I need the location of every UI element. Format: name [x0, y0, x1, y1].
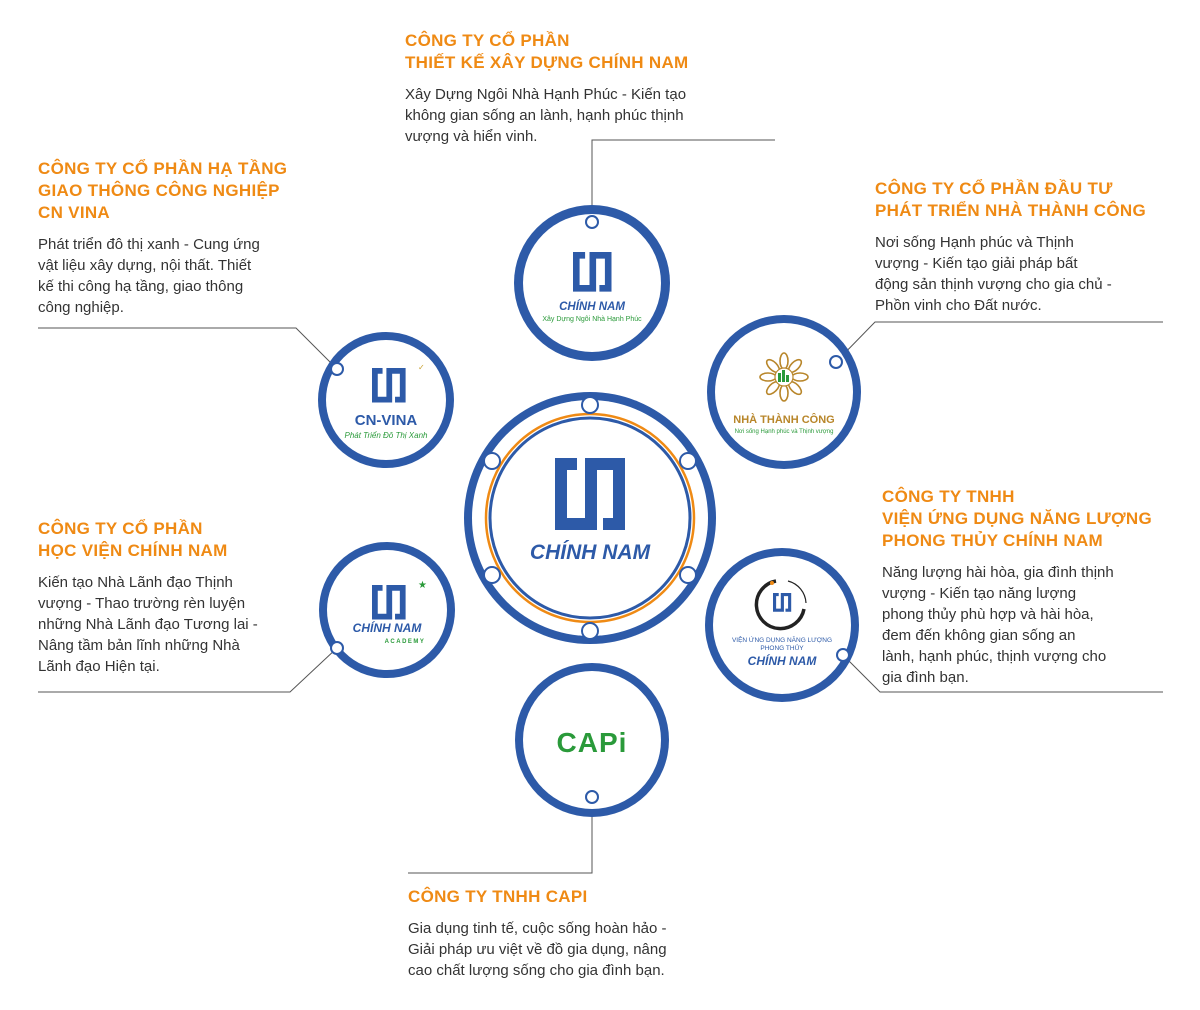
logo-tagline-text: ACADEMY: [385, 639, 426, 645]
company-description: Nơi sống Hạnh phúc và Thịnh vượng - Kiến…: [875, 234, 1112, 314]
company-description: Năng lượng hài hòa, gia đình thịnh vượng…: [882, 564, 1114, 686]
company-title: CÔNG TY TNHH VIỆN ỨNG DỤNG NĂNG LƯỢNG PH…: [882, 487, 1152, 550]
logo-circle-bottom-right: VIỆN ỨNG DỤNG NĂNG LƯỢNG PHONG THỦY CHÍN…: [705, 548, 859, 702]
connector-bottom-left: [38, 647, 338, 693]
logo-brand-text: NHÀ THÀNH CÔNG: [733, 413, 834, 426]
company-description: Phát triển đô thị xanh - Cung ứng vật li…: [38, 236, 260, 316]
logo-brand-text: CHÍNH NAM: [559, 300, 625, 313]
logo-circle-top-left: ✓ CN-VINA Phát Triển Đô Thị Xanh: [318, 332, 454, 468]
connector-top-right: [835, 321, 1163, 363]
yin-yang-icon: [754, 579, 807, 631]
logo-brand-text: CHÍNH NAM: [353, 620, 423, 635]
company-block-top-left: CÔNG TY CỔ PHẦN HẠ TẦNG GIAO THÔNG CÔNG …: [38, 158, 313, 318]
capi-logo-text: CAPi: [557, 727, 628, 758]
cn-vina-mark-icon: [372, 368, 406, 403]
chinh-nam-mark-icon: [573, 252, 612, 292]
connector-top: [591, 139, 775, 222]
company-title: CÔNG TY TNHH CAPI: [408, 887, 588, 906]
logo-circle-bottom: CAPi: [515, 663, 669, 817]
star-icon: ★: [418, 580, 427, 591]
chinh-nam-mark-icon: [372, 585, 406, 620]
connector-bottom-right: [842, 654, 1163, 693]
sunflower-building-icon: [759, 352, 809, 402]
center-brand-text: CHÍNH NAM: [530, 541, 651, 564]
company-block-bottom: CÔNG TY TNHH CAPI Gia dụng tinh tế, cuộc…: [408, 886, 778, 981]
company-title: CÔNG TY CỔ PHẦN ĐẦU TƯ PHÁT TRIỂN NHÀ TH…: [875, 179, 1146, 220]
center-logo-circle: CHÍNH NAM: [464, 392, 716, 644]
company-description: Xây Dựng Ngôi Nhà Hạnh Phúc - Kiến tạo k…: [405, 86, 687, 145]
logo-line1-text: VIỆN ỨNG DỤNG NĂNG LƯỢNG: [732, 635, 832, 644]
logo-tagline-text: Xây Dựng Ngôi Nhà Hạnh Phúc: [542, 316, 642, 323]
company-block-bottom-right: CÔNG TY TNHH VIỆN ỨNG DỤNG NĂNG LƯỢNG PH…: [882, 486, 1167, 688]
logo-circle-top: CHÍNH NAM Xây Dựng Ngôi Nhà Hạnh Phúc: [514, 205, 670, 361]
company-title: CÔNG TY CỔ PHẦN HẠ TẦNG GIAO THÔNG CÔNG …: [38, 159, 288, 222]
logo-brand-text: CHÍNH NAM: [748, 653, 818, 668]
logo-circle-top-right: NHÀ THÀNH CÔNG Nơi sống Hạnh phúc và Thị…: [707, 315, 861, 469]
leaf-icon: ✓: [418, 363, 425, 372]
connector-bottom: [408, 796, 593, 874]
company-description: Gia dụng tinh tế, cuộc sống hoàn hảo - G…: [408, 920, 667, 979]
logo-line2-text: PHONG THỦY: [760, 643, 804, 652]
company-description: Kiến tạo Nhà Lãnh đạo Thịnh vượng - Thao…: [38, 574, 258, 675]
logo-tagline-text: Phát Triển Đô Thị Xanh: [344, 431, 428, 440]
connector-top-left: [38, 327, 338, 370]
company-block-top: CÔNG TY CỔ PHẦN THIẾT KẾ XÂY DỰNG CHÍNH …: [405, 30, 775, 147]
company-title: CÔNG TY CỔ PHẦN THIẾT KẾ XÂY DỰNG CHÍNH …: [405, 31, 689, 72]
logo-brand-text: CN-VINA: [355, 412, 418, 429]
company-block-bottom-left: CÔNG TY CỔ PHẦN HỌC VIỆN CHÍNH NAM Kiến …: [38, 518, 303, 677]
connector-lines: [38, 139, 1163, 874]
chinh-nam-mark-icon: [555, 458, 625, 530]
company-title: CÔNG TY CỔ PHẦN HỌC VIỆN CHÍNH NAM: [38, 519, 228, 560]
company-block-top-right: CÔNG TY CỔ PHẦN ĐẦU TƯ PHÁT TRIỂN NHÀ TH…: [875, 178, 1165, 316]
logo-circle-bottom-left: ★ CHÍNH NAM ACADEMY: [319, 542, 455, 678]
logo-tagline-text: Nơi sống Hạnh phúc và Thịnh vượng: [735, 429, 834, 435]
